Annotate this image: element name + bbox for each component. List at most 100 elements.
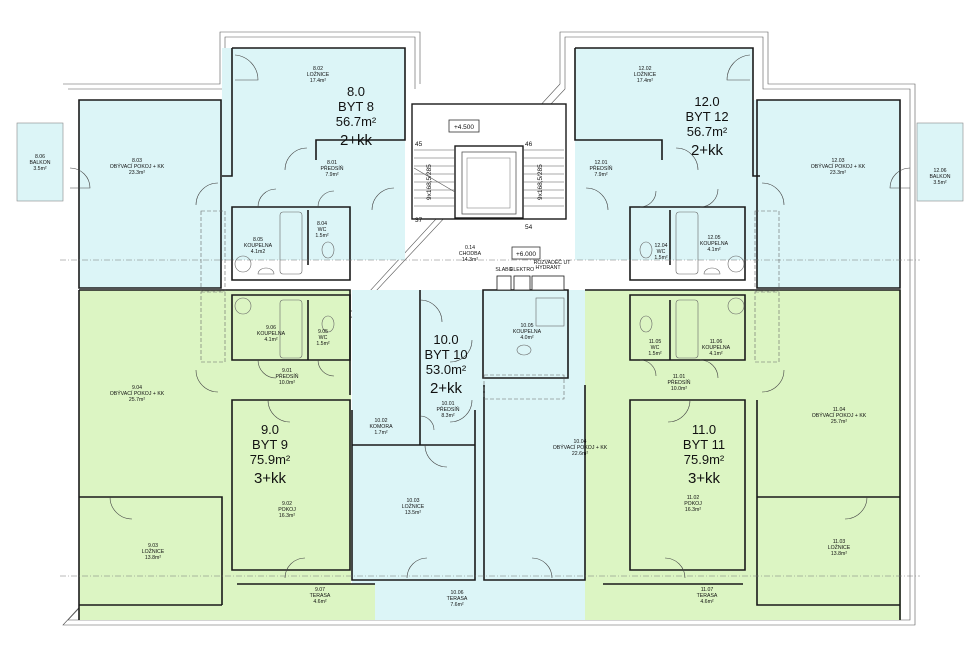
room-area: 4.1m² [264,337,278,343]
room-num: 11.06 [710,339,723,345]
apartment-label-byt-10: 10.0 BYT 10 53.0m² 2+kk [424,332,467,397]
room-area: 10.0m² [279,380,295,386]
room-name: POKOJ [278,507,296,513]
room-area: 25.7m² [831,419,847,425]
room-num: 10.06 [451,590,464,596]
door-8-02 [234,54,259,81]
door-11-05 [639,359,657,377]
room-area: 4.6m² [700,599,714,605]
level-marker-mid [511,246,541,260]
room-area: 3.5m² [933,180,947,186]
room-labels: 8.02LOŽNICE17.4m²8.01PŘEDSÍŇ7.9m²8.03OBÝ… [29,66,950,608]
room-num: 8.02 [313,66,323,72]
kitchen-counter [200,210,226,292]
kitchen-counter [754,210,780,292]
fixtures [200,210,780,400]
unit-byt-9 [79,290,375,620]
gridlines [60,259,920,577]
room-name: KOUPELNA [513,329,542,335]
room-num: 9.01 [282,368,292,374]
door-10-06b [531,557,553,579]
room-area: 16.3m² [279,513,295,519]
door-12-03 [761,182,785,206]
toilet-icon [321,241,335,259]
room-area: 13.8m² [831,551,847,557]
room-name: LOŽNICE [142,547,165,555]
room-num: 11.02 [687,495,700,501]
door-11-07 [664,557,686,579]
room-num: 11.05 [649,339,662,345]
svg-text:3+kk: 3+kk [688,470,721,487]
room-name: LOŽNICE [307,70,330,78]
room-area: 3.5m² [33,166,47,172]
door-9-02 [267,399,291,423]
room-name: KOUPELNA [700,241,729,247]
svg-text:75.9m²: 75.9m² [250,452,291,467]
room-name: PŘEDSÍŇ [589,164,612,172]
svg-text:BYT 8: BYT 8 [338,99,374,114]
kitchen-counter [483,374,565,400]
room-name: LOŽNICE [828,543,851,551]
svg-text:3+kk: 3+kk [254,470,287,487]
room-area: 4.6m² [313,599,327,605]
stair-num-54: 54 [525,224,533,231]
door-8-04 [317,190,335,208]
stair-num-46: 46 [525,141,533,148]
bathtub-icon [279,211,303,275]
room-num: 12.03 [832,158,845,164]
washer-icon [727,255,745,273]
toilet-icon [321,315,335,333]
room-name: WC [318,227,327,233]
room-area: 1.5m² [315,233,329,239]
room-name: OBÝVACÍ POKOJ + KK [110,163,165,170]
room-area: 16.3m² [685,507,701,513]
room-area: 4.1m² [709,351,723,357]
washer-icon [234,297,252,315]
apartment-labels: 8.0 BYT 8 56.7m² 2+kk 12.0 BYT 12 56.7m²… [250,84,729,487]
room-name: PŘEDSÍŇ [436,405,459,413]
door-8-corridor [371,187,395,211]
room-area: 4.1m² [707,247,721,253]
elevator-shaft [454,145,524,219]
door-10-entry [419,299,443,323]
room-num: 9.06 [266,325,276,331]
svg-text:10.0: 10.0 [433,332,458,347]
room-area: 13.8m² [145,555,161,561]
door-10-04 [449,399,473,423]
svg-text:BYT 11: BYT 11 [683,437,725,452]
level-marker-top [448,119,480,133]
room-name: WC [319,335,328,341]
room-num: 9.03 [148,543,158,549]
room-num: 9.05 [318,329,328,335]
door-12-04 [639,190,657,208]
room-num: 12.01 [595,160,608,166]
svg-text:2+kk: 2+kk [691,142,724,159]
room-name: OBÝVACÍ POKOJ + KK [553,444,608,451]
door-12-06 [889,167,911,189]
svg-text:53.0m²: 53.0m² [426,362,467,377]
shower-icon [535,297,565,327]
room-area: 13.5m² [405,510,421,516]
room-area: 7.9m² [325,172,339,178]
room-name: TERASA [447,596,468,602]
room-num: 11.01 [673,374,686,380]
room-name: WC [651,345,660,351]
